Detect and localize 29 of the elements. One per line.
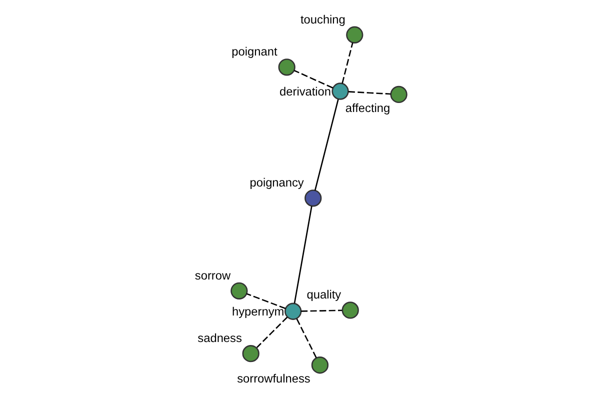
connector [293, 70, 333, 89]
connector [246, 293, 286, 310]
node-label: poignancy [249, 176, 304, 190]
node-circle [390, 86, 407, 104]
connector [256, 316, 288, 348]
node-label: poignant [231, 44, 277, 59]
connector [341, 42, 353, 84]
connector [293, 206, 312, 304]
node-circle [304, 190, 322, 207]
connector [348, 91, 390, 95]
connector [296, 318, 316, 358]
node-circle [284, 302, 302, 320]
node-circle [346, 26, 363, 44]
node-circle [230, 282, 248, 300]
node-label: sorrow [194, 268, 230, 282]
connector [300, 310, 342, 312]
node-label: derivation [279, 84, 331, 98]
node-label: hypernym [232, 304, 284, 319]
node-label: quality [306, 288, 341, 302]
node-label: affecting [344, 100, 390, 115]
node-circle [242, 345, 259, 362]
node-label: sorrowfulness [236, 372, 310, 386]
node-label: sadness [197, 330, 242, 345]
node-circle [310, 356, 328, 374]
node-circle [341, 302, 358, 319]
node-label: touching [300, 12, 345, 26]
node-circle [278, 58, 295, 76]
connector [314, 99, 338, 191]
node-circle [331, 82, 348, 100]
